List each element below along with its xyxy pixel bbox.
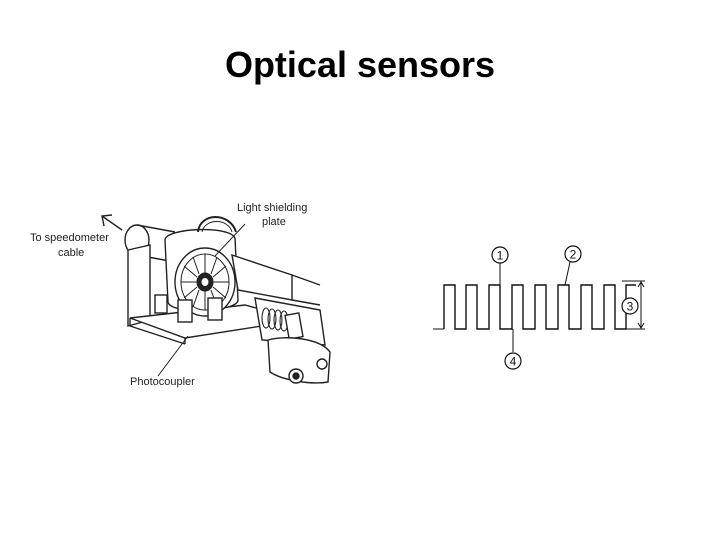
- speed-sensor-illustration: [101, 214, 331, 384]
- label-to-speedometer: To speedometer: [30, 232, 109, 244]
- callout-1: 1: [491, 246, 509, 264]
- pulse-waveform: [433, 261, 645, 352]
- label-photocoupler: Photocoupler: [130, 376, 195, 388]
- callout-2: 2: [564, 245, 582, 263]
- svg-text:4: 4: [510, 355, 517, 369]
- label-to-speedometer-cable: cable: [58, 247, 84, 259]
- label-light-shielding-plate: plate: [262, 216, 286, 228]
- svg-text:2: 2: [570, 248, 577, 262]
- callout-4: 4: [504, 352, 522, 370]
- slide-title: Optical sensors: [224, 44, 496, 85]
- callout-3: 3: [621, 297, 639, 315]
- svg-text:1: 1: [497, 249, 504, 263]
- label-light-shielding: Light shielding: [237, 202, 307, 214]
- speedometer-arrow-icon: [101, 214, 123, 231]
- svg-text:3: 3: [627, 300, 634, 314]
